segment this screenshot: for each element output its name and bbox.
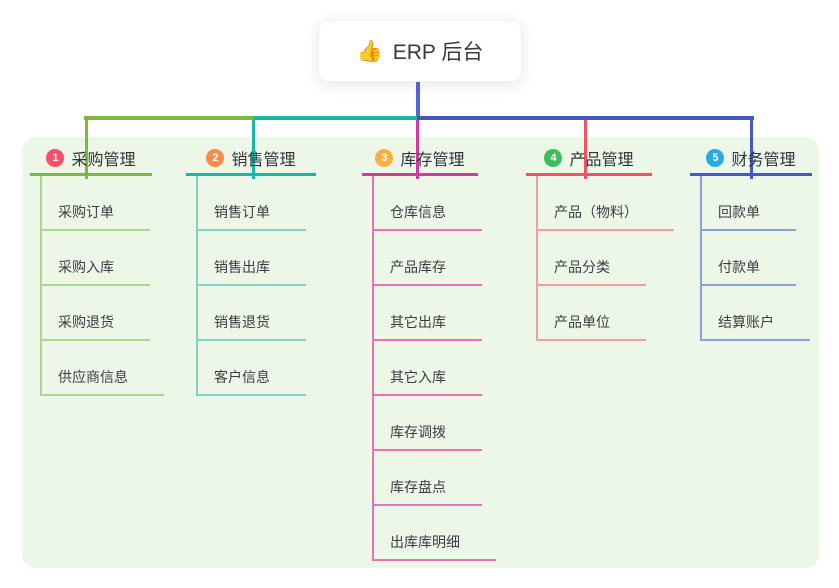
branch-number-badge: 4 xyxy=(544,149,563,167)
child-label: 其它出库 xyxy=(390,314,446,330)
child-node[interactable]: 其它出库 xyxy=(374,286,482,341)
connector-branch-4 xyxy=(584,120,587,179)
child-node[interactable]: 销售退货 xyxy=(198,286,306,341)
branch-purchase: 1 采购管理 采购订单 采购入库 采购退货 供应商信息 xyxy=(30,143,164,396)
child-node[interactable]: 采购订单 xyxy=(42,176,150,231)
connector-branch-2 xyxy=(252,120,255,179)
child-label: 销售订单 xyxy=(214,204,270,220)
child-node[interactable]: 产品单位 xyxy=(538,286,646,341)
child-node[interactable]: 付款单 xyxy=(702,231,796,286)
child-node[interactable]: 库存调拨 xyxy=(374,396,482,451)
branch-title-finance[interactable]: 5 财务管理 xyxy=(690,143,812,176)
branch-title-label: 财务管理 xyxy=(731,152,796,169)
branch-children: 回款单 付款单 结算账户 xyxy=(700,176,810,341)
child-label: 采购入库 xyxy=(58,259,114,275)
branch-number-badge: 2 xyxy=(206,149,225,167)
child-node[interactable]: 结算账户 xyxy=(702,286,810,341)
child-node[interactable]: 产品库存 xyxy=(374,231,482,286)
child-node[interactable]: 出库库明细 xyxy=(374,506,496,561)
child-node[interactable]: 仓库信息 xyxy=(374,176,482,231)
child-label: 客户信息 xyxy=(214,369,270,385)
child-label: 其它入库 xyxy=(390,369,446,385)
bus-line-green xyxy=(84,116,255,120)
root-node[interactable]: 👍 ERP 后台 xyxy=(318,20,522,82)
child-label: 结算账户 xyxy=(718,314,774,330)
child-label: 仓库信息 xyxy=(390,204,446,220)
branch-children: 销售订单 销售出库 销售退货 客户信息 xyxy=(196,176,306,396)
branch-number-badge: 3 xyxy=(375,149,394,167)
child-label: 库存调拨 xyxy=(390,424,446,440)
branch-title-label: 产品管理 xyxy=(569,152,634,169)
child-node[interactable]: 其它入库 xyxy=(374,341,482,396)
child-label: 采购订单 xyxy=(58,204,114,220)
child-label: 库存盘点 xyxy=(390,479,446,495)
child-node[interactable]: 供应商信息 xyxy=(42,341,164,396)
child-node[interactable]: 采购退货 xyxy=(42,286,150,341)
child-label: 回款单 xyxy=(718,204,760,220)
thumbs-up-icon: 👍 xyxy=(356,39,383,63)
child-node[interactable]: 销售出库 xyxy=(198,231,306,286)
child-node[interactable]: 客户信息 xyxy=(198,341,306,396)
connector-branch-1 xyxy=(85,120,88,179)
branch-title-inventory[interactable]: 3 库存管理 xyxy=(362,143,478,176)
child-label: 采购退货 xyxy=(58,314,114,330)
branch-title-product[interactable]: 4 产品管理 xyxy=(526,143,652,176)
child-label: 销售退货 xyxy=(214,314,270,330)
branch-inventory: 3 库存管理 仓库信息 产品库存 其它出库 其它入库 库存调拨 库存盘点 出库库… xyxy=(362,143,496,561)
child-node[interactable]: 采购入库 xyxy=(42,231,150,286)
child-label: 付款单 xyxy=(718,259,760,275)
branch-product: 4 产品管理 产品（物料） 产品分类 产品单位 xyxy=(526,143,674,341)
branch-title-sales[interactable]: 2 销售管理 xyxy=(186,143,316,176)
branch-title-label: 销售管理 xyxy=(231,152,296,169)
branch-sales: 2 销售管理 销售订单 销售出库 销售退货 客户信息 xyxy=(186,143,316,396)
child-label: 销售出库 xyxy=(214,259,270,275)
child-label: 产品（物料） xyxy=(554,204,638,220)
child-label: 供应商信息 xyxy=(58,369,128,385)
child-node[interactable]: 销售订单 xyxy=(198,176,306,231)
bus-line-indigo xyxy=(417,116,754,120)
branch-number-badge: 1 xyxy=(46,149,65,167)
background-panel xyxy=(22,137,819,568)
branch-title-label: 采购管理 xyxy=(71,152,136,169)
branch-children: 仓库信息 产品库存 其它出库 其它入库 库存调拨 库存盘点 出库库明细 xyxy=(372,176,496,561)
child-node[interactable]: 库存盘点 xyxy=(374,451,482,506)
connector-branch-5 xyxy=(750,120,753,179)
root-title: ERP 后台 xyxy=(392,41,484,64)
child-node[interactable]: 产品（物料） xyxy=(538,176,674,231)
child-label: 产品单位 xyxy=(554,314,610,330)
connector-branch-3 xyxy=(416,120,419,179)
branch-title-label: 库存管理 xyxy=(400,152,465,169)
child-label: 产品库存 xyxy=(390,259,446,275)
bus-line-teal xyxy=(254,116,418,120)
branch-finance: 5 财务管理 回款单 付款单 结算账户 xyxy=(690,143,812,341)
root-stem-line xyxy=(416,82,420,119)
child-label: 出库库明细 xyxy=(390,534,460,550)
branch-children: 产品（物料） 产品分类 产品单位 xyxy=(536,176,674,341)
branch-number-badge: 5 xyxy=(706,149,725,167)
branch-title-purchase[interactable]: 1 采购管理 xyxy=(30,143,152,176)
branch-children: 采购订单 采购入库 采购退货 供应商信息 xyxy=(40,176,164,396)
child-node[interactable]: 产品分类 xyxy=(538,231,646,286)
child-label: 产品分类 xyxy=(554,259,610,275)
child-node[interactable]: 回款单 xyxy=(702,176,796,231)
